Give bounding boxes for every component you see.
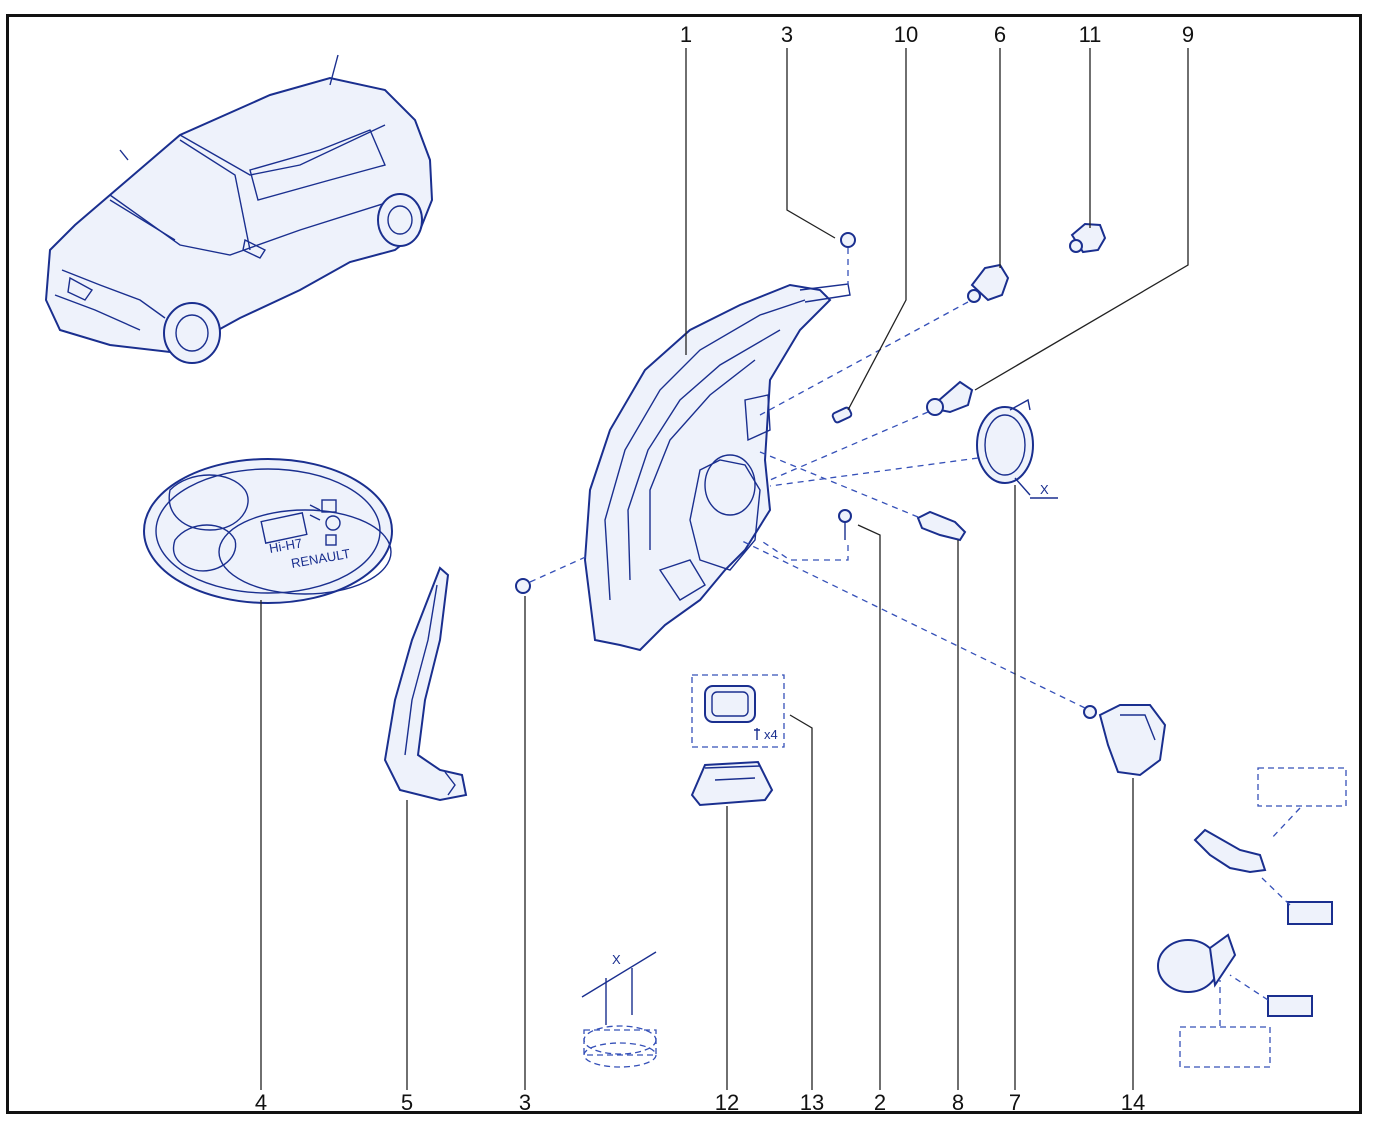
- callout-3-bottom: 3: [519, 1090, 531, 1115]
- car-icon: [44, 54, 434, 364]
- callout-1: 1: [680, 22, 692, 47]
- bulb-label-text: Hi-H7: [268, 535, 303, 556]
- gasket-kit-box: [691, 674, 785, 748]
- h1-bulb-detail-icon: [1193, 767, 1347, 925]
- diagram-frame: [6, 14, 1362, 1114]
- callout-13: 13: [800, 1090, 824, 1115]
- callout-2: 2: [874, 1090, 886, 1115]
- callout-11: 11: [1079, 22, 1102, 47]
- headlamp-icon: [583, 283, 851, 652]
- cap-dimension-marker: [1014, 477, 1058, 499]
- bulb-h7-9-icon: [769, 380, 974, 481]
- nut-bottom-icon: [515, 554, 591, 594]
- callout-10: 10: [894, 22, 918, 47]
- callout-3-top: 3: [781, 22, 793, 47]
- side-bulb-10-icon: [831, 406, 853, 424]
- bulb-holder-6-icon: [759, 263, 1010, 416]
- callout-14: 14: [1121, 1090, 1145, 1115]
- screw-count-text: x4: [764, 727, 778, 742]
- trim-strip-icon: [383, 566, 468, 802]
- motor-icon: [739, 539, 1167, 777]
- bulb-kit-icon: [143, 458, 393, 604]
- screw-2-icon: [759, 509, 852, 561]
- gasket-icon: [704, 685, 760, 740]
- dimension-x-detail: X: [612, 952, 621, 967]
- wedge-bulb-detail-icon: [1157, 933, 1313, 1068]
- ballast-icon: [690, 760, 774, 807]
- leader-lines: [260, 48, 1189, 1090]
- cover-cap-7-icon: [769, 398, 1034, 487]
- nut-top-icon: [840, 232, 856, 285]
- callout-4: 4: [255, 1090, 267, 1115]
- bulb-holder-11-icon: [1069, 222, 1107, 254]
- callout-12: 12: [715, 1090, 739, 1115]
- callout-9: 9: [1182, 22, 1194, 47]
- callout-6: 6: [994, 22, 1006, 47]
- dimension-x-adjuster: X: [1040, 482, 1049, 497]
- callout-8: 8: [952, 1090, 964, 1115]
- callout-7: 7: [1009, 1090, 1021, 1115]
- detail-dimension-icon: [581, 951, 657, 1068]
- callout-5: 5: [401, 1090, 413, 1115]
- bulb-8-icon: [759, 451, 967, 542]
